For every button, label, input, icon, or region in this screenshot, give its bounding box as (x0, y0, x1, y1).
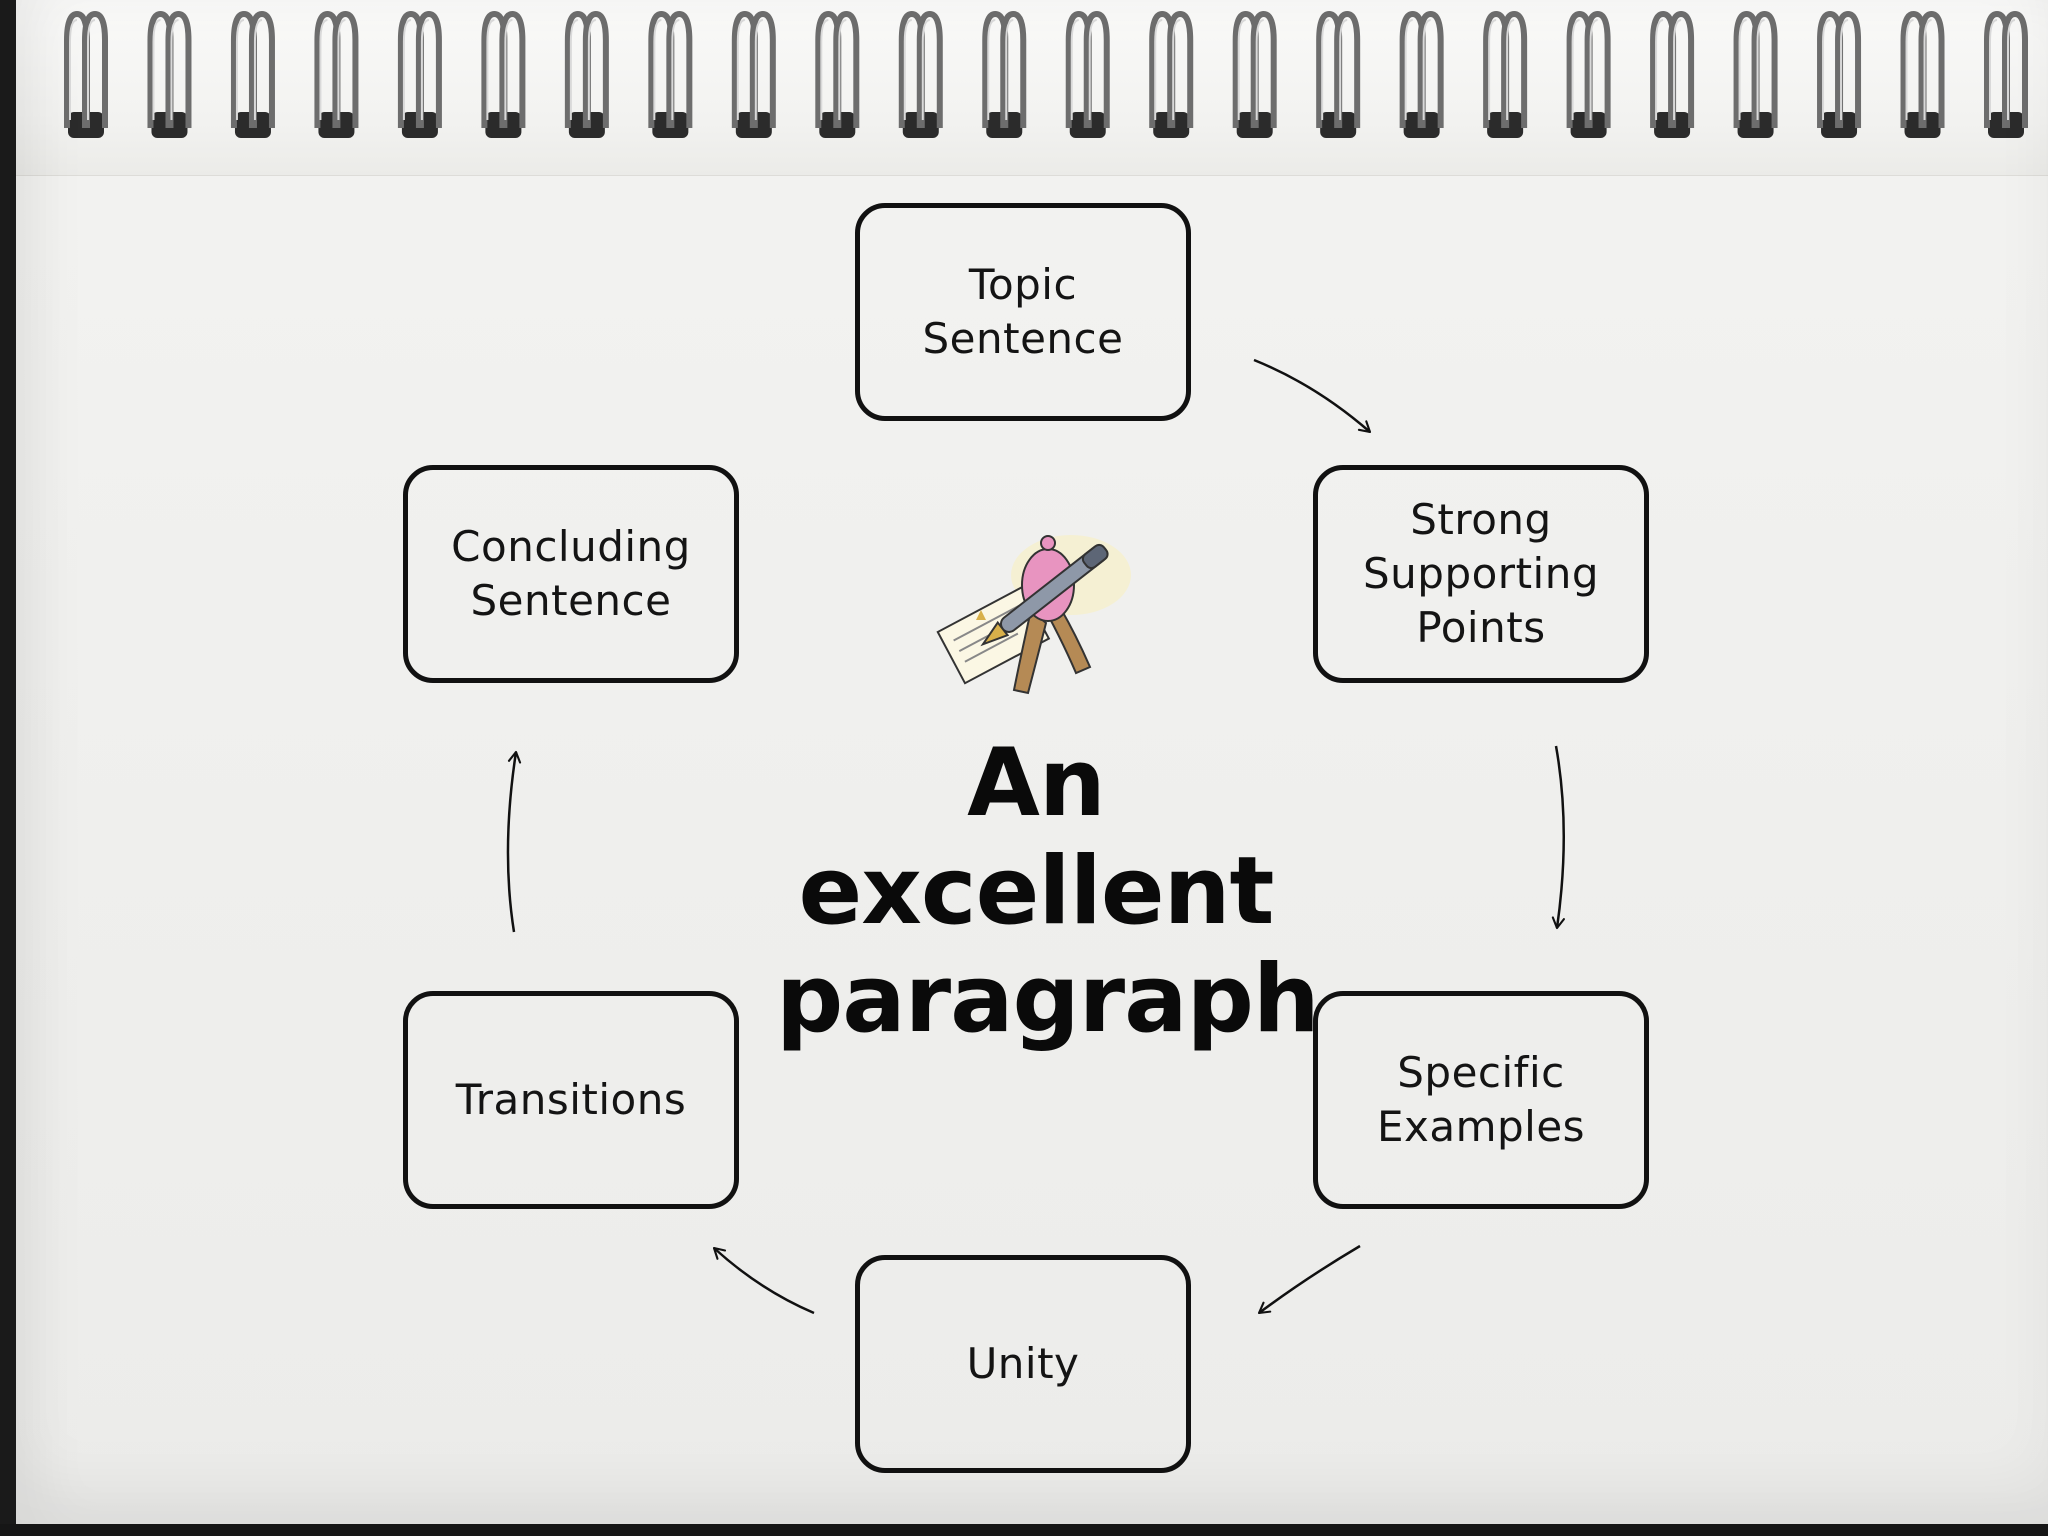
cycle-arrows (506, 358, 1565, 1315)
node-transitions: Transitions (403, 991, 739, 1209)
binding-ring (1399, 10, 1444, 138)
spiral-ring-binding (64, 10, 2028, 138)
binding-ring (314, 10, 359, 138)
node-strong-supporting-points: Strong Supporting Points (1313, 465, 1649, 683)
center-title: An excellent paragraph (776, 729, 1320, 1054)
binding-ring (815, 10, 860, 138)
binding-ring (898, 10, 943, 138)
binding-ring (147, 10, 192, 138)
binding-ring (1316, 10, 1361, 138)
binding-ring (481, 10, 526, 138)
writer-with-pen-icon (936, 535, 1131, 695)
binding-ring (564, 10, 609, 138)
binding-ring (1900, 10, 1945, 138)
binding-ring (1065, 10, 1110, 138)
node-concluding-sentence: Concluding Sentence (403, 465, 739, 683)
node-specific-examples: Specific Examples (1313, 991, 1649, 1209)
arrow-topic-to-support (1253, 358, 1372, 434)
binding-ring (64, 10, 108, 138)
arrow-unity-to-transitions (712, 1246, 815, 1315)
binding-ring (982, 10, 1027, 138)
binding-ring (1984, 10, 2028, 138)
notebook-page: Topic Sentence Strong Supporting Points … (16, 0, 2048, 1524)
binding-ring (397, 10, 442, 138)
binding-ring (1483, 10, 1528, 138)
arrow-examples-to-unity (1257, 1244, 1361, 1315)
node-transitions-label: Transitions (455, 1075, 687, 1124)
node-topic-sentence: Topic Sentence (855, 203, 1191, 421)
node-topic-sentence-label: Topic Sentence (922, 260, 1124, 363)
arrow-support-to-examples (1551, 745, 1565, 930)
binding-ring (230, 10, 275, 138)
binding-ring (1817, 10, 1862, 138)
binding-ring (1232, 10, 1277, 138)
binding-ring (1566, 10, 1611, 138)
binding-ring (1733, 10, 1778, 138)
node-specific-examples-label: Specific Examples (1376, 1048, 1586, 1151)
binding-ring (731, 10, 776, 138)
node-concluding-sentence-label: Concluding Sentence (451, 522, 691, 625)
binding-ring (1650, 10, 1695, 138)
node-unity-label: Unity (966, 1339, 1080, 1388)
node-unity: Unity (855, 1255, 1191, 1473)
binding-ring (648, 10, 693, 138)
page-bottom-edge (0, 1524, 2048, 1536)
node-strong-supporting-points-label: Strong Supporting Points (1363, 495, 1599, 652)
arrow-transitions-to-concluding (506, 750, 522, 933)
binding-ring (1149, 10, 1194, 138)
